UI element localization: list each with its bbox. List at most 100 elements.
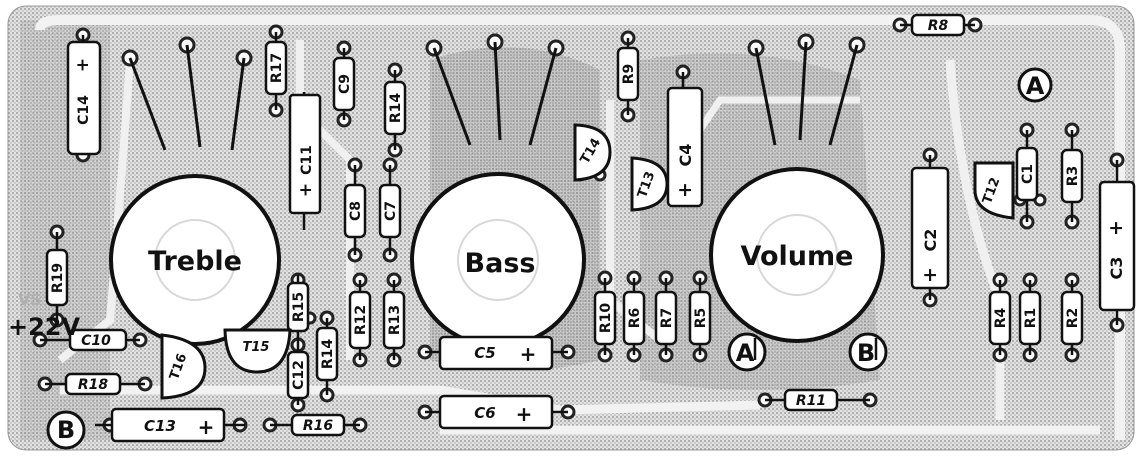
- resistor-r19: R19: [45, 232, 69, 320]
- svg-text:C1: C1: [1020, 164, 1036, 184]
- capacitor-c11: C11 +: [288, 92, 322, 230]
- transistors: T14 T13 T12 T15 T16: [160, 123, 1015, 400]
- svg-text:C2: C2: [921, 229, 940, 252]
- capacitor-c1: C1: [1015, 130, 1039, 222]
- svg-text:R14: R14: [320, 339, 336, 370]
- resistor-r17: R17: [264, 32, 288, 110]
- svg-text:R17: R17: [269, 53, 285, 83]
- resistor-r11: R11: [765, 388, 870, 412]
- resistor-r16: R16: [270, 413, 360, 437]
- svg-text:R10: R10: [598, 303, 614, 334]
- resistor-r13: R13: [382, 280, 406, 360]
- resistor-r3: R3: [1060, 130, 1084, 222]
- connector-b: B: [46, 410, 86, 450]
- svg-text:+: +: [198, 415, 215, 439]
- resistor-r6: R6: [622, 278, 646, 355]
- svg-text:+: +: [919, 267, 941, 283]
- transistor-t14: T14: [573, 123, 612, 182]
- bass-potentiometer: Bass: [410, 41, 586, 348]
- svg-text:A: A: [736, 339, 755, 367]
- resistor-r12: R12: [348, 280, 372, 360]
- svg-text:R4: R4: [993, 307, 1009, 328]
- capacitor-c14: C14 +: [66, 35, 102, 156]
- capacitor-c6: C6 +: [425, 394, 568, 430]
- svg-text:R16: R16: [303, 418, 334, 434]
- svg-text:R18: R18: [78, 377, 109, 393]
- transistor-t13: T13: [630, 156, 669, 212]
- connector-b-prime: B: [848, 332, 888, 372]
- bass-label: Bass: [465, 248, 536, 279]
- svg-text:+: +: [1105, 220, 1127, 236]
- svg-text:R5: R5: [693, 308, 709, 329]
- resistor-r18: R18: [45, 372, 145, 396]
- svg-text:C13: C13: [144, 417, 176, 435]
- resistor-r2: R2: [1060, 280, 1084, 355]
- svg-text:R15: R15: [291, 292, 307, 322]
- svg-text:R14: R14: [388, 93, 404, 124]
- capacitors-horizontal: C10 C5 + C6 + C13 +: [40, 328, 568, 443]
- svg-text:R7: R7: [659, 308, 675, 329]
- svg-text:R12: R12: [353, 305, 369, 335]
- treble-potentiometer: Treble: [109, 44, 281, 346]
- capacitors: C14 + C9 C11 + C8 C7 C12 C4 + C2 + C1 C3…: [66, 35, 1136, 405]
- svg-text:A: A: [1026, 72, 1045, 100]
- svg-text:R1: R1: [1023, 308, 1039, 329]
- svg-text:C7: C7: [383, 201, 399, 221]
- svg-text:C11: C11: [299, 145, 315, 175]
- capacitor-c8: C8: [343, 165, 367, 255]
- svg-text:+: +: [296, 183, 316, 197]
- resistor-r8: R8: [900, 13, 975, 37]
- transistor-t12: T12: [973, 161, 1015, 220]
- svg-text:R13: R13: [387, 305, 403, 335]
- resistors-horizontal: R8 R11 R18 R16: [45, 13, 975, 437]
- edge-label: VS: [18, 290, 42, 309]
- svg-text:C6: C6: [474, 404, 495, 422]
- capacitor-c13: C13 +: [95, 407, 245, 443]
- svg-text:C12: C12: [291, 360, 307, 390]
- volume-label: Volume: [741, 241, 854, 272]
- svg-text:C9: C9: [337, 74, 353, 94]
- svg-text:C4: C4: [676, 144, 695, 167]
- capacitor-c10: C10: [40, 328, 140, 352]
- transistor-t16: T16: [160, 333, 207, 400]
- resistor-r15: R15: [286, 275, 310, 345]
- svg-text:+: +: [674, 182, 696, 198]
- resistor-r1: R1: [1018, 280, 1042, 355]
- svg-text:B: B: [57, 416, 75, 444]
- resistor-r5: R5: [688, 278, 712, 355]
- resistors: R17 R9 R14 R19 R15 R14 R12 R13 R10 R6 R7…: [45, 32, 1084, 395]
- resistor-r4: R4: [988, 280, 1012, 355]
- svg-text:C8: C8: [348, 201, 364, 221]
- svg-text:R8: R8: [928, 18, 949, 34]
- transistor-t15: T15: [223, 328, 292, 374]
- volume-potentiometer: Volume: [709, 41, 885, 343]
- capacitor-c2: C2 +: [910, 155, 950, 300]
- svg-text:+: +: [73, 58, 93, 72]
- svg-text:R11: R11: [796, 393, 826, 409]
- supply-voltage-label: +22V: [8, 313, 81, 341]
- svg-text:C3: C3: [1107, 257, 1126, 280]
- svg-text:C10: C10: [81, 333, 111, 349]
- resistor-r9: R9: [616, 38, 640, 115]
- capacitor-c3: C3 +: [1098, 160, 1136, 325]
- capacitor-c7: C7: [378, 165, 402, 255]
- svg-text:+: +: [520, 342, 537, 366]
- svg-text:+: +: [516, 402, 533, 426]
- svg-text:R19: R19: [50, 263, 66, 293]
- svg-text:C5: C5: [474, 344, 495, 362]
- treble-label: Treble: [148, 246, 242, 277]
- resistor-r14-top: R14: [383, 70, 407, 150]
- capacitor-c12: C12: [286, 345, 310, 405]
- connector-a-prime: A: [727, 332, 767, 372]
- resistor-r7: R7: [654, 278, 678, 355]
- svg-text:T15: T15: [243, 340, 270, 355]
- resistor-r10: R10: [593, 278, 617, 355]
- svg-text:C14: C14: [76, 95, 92, 125]
- svg-text:R6: R6: [627, 308, 643, 329]
- capacitor-c9: C9: [332, 48, 356, 120]
- capacitor-c4: C4 +: [666, 72, 704, 208]
- svg-text:R2: R2: [1065, 308, 1081, 329]
- svg-text:R9: R9: [621, 64, 637, 85]
- capacitor-c5: C5 +: [425, 335, 568, 371]
